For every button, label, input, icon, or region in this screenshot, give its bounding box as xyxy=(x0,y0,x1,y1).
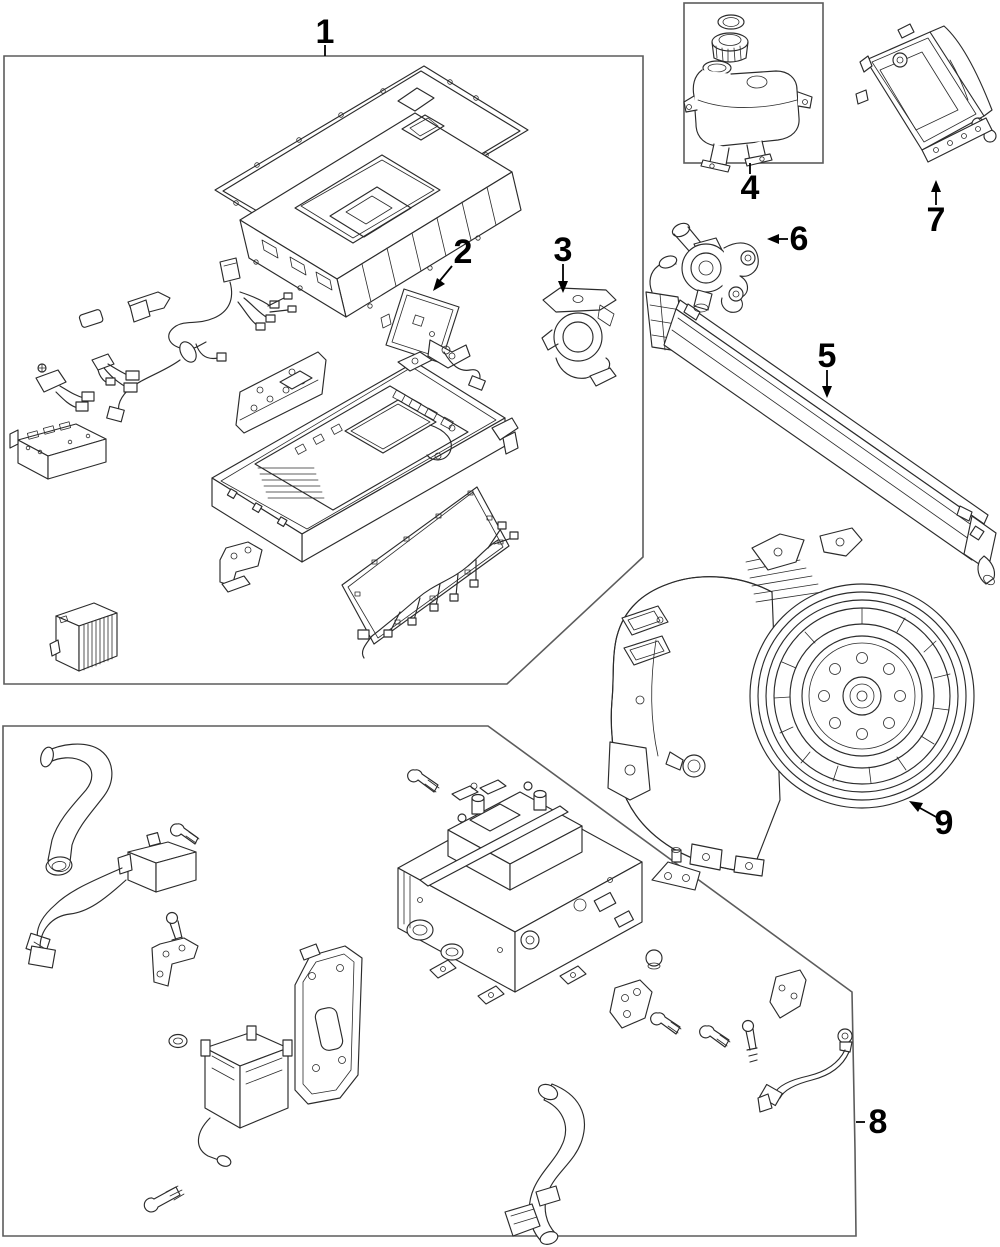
pressure-sensor-drawing xyxy=(25,823,200,969)
support-bracket-drawing xyxy=(219,541,263,593)
obc-module-drawing xyxy=(168,1025,293,1167)
callout-9: 9 xyxy=(909,801,953,842)
callout-3-label: 3 xyxy=(554,231,573,269)
battery-relay-assembly-drawing xyxy=(9,421,107,480)
callout-6-label: 6 xyxy=(790,220,809,258)
temperature-sensor-wires-drawing xyxy=(35,353,140,412)
callout-2: 2 xyxy=(433,233,472,291)
terminal-link-drawing xyxy=(651,847,701,891)
callout-1: 1 xyxy=(316,13,335,56)
battery-cell-stack-drawing xyxy=(49,602,118,672)
callout-7: 7 xyxy=(927,180,946,239)
callout-6: 6 xyxy=(767,220,808,258)
bracket-plate-drawing xyxy=(294,943,363,1105)
callout-4: 4 xyxy=(741,163,760,207)
drain-hose-drawing xyxy=(504,1083,586,1245)
callout-8: 8 xyxy=(856,1103,887,1141)
callout-1-label: 1 xyxy=(316,13,335,51)
battery-management-module-drawing xyxy=(380,288,486,391)
callout-4-label: 4 xyxy=(741,169,760,207)
coolant-reservoir-drawing xyxy=(683,14,813,173)
lower-gasket-and-harness-drawing xyxy=(341,486,519,659)
callout-2-label: 2 xyxy=(454,233,473,271)
ground-cable-drawing xyxy=(757,1028,853,1113)
wiring-clamp-drawing xyxy=(541,287,617,387)
part-box-1 xyxy=(3,55,644,685)
bolt-bottom-left-drawing xyxy=(143,1185,185,1213)
battery-wiring-harness-drawing xyxy=(78,257,297,423)
coolant-hose-drawing xyxy=(40,743,113,876)
drive-motor-drawing xyxy=(607,527,975,877)
callout-5: 5 xyxy=(818,337,837,398)
callout-8-label: 8 xyxy=(869,1103,888,1141)
inverter-assembly-drawing xyxy=(397,769,643,1005)
callout-5-label: 5 xyxy=(818,337,837,375)
battery-pack-cover-drawing xyxy=(239,112,522,318)
callout-7-label: 7 xyxy=(927,201,946,239)
part-box-8 xyxy=(2,725,857,1237)
radiator-drawing xyxy=(645,255,997,586)
mounting-bolts-left-drawing xyxy=(151,911,199,987)
callout-9-label: 9 xyxy=(935,804,954,842)
callout-3: 3 xyxy=(554,231,573,293)
electric-water-pump-drawing xyxy=(671,222,759,313)
battery-module-assembly-drawing xyxy=(211,351,519,563)
small-hardware-right-drawing xyxy=(609,949,807,1063)
hybrid-control-module-drawing xyxy=(855,23,997,163)
mounting-plate-drawing xyxy=(235,351,327,434)
